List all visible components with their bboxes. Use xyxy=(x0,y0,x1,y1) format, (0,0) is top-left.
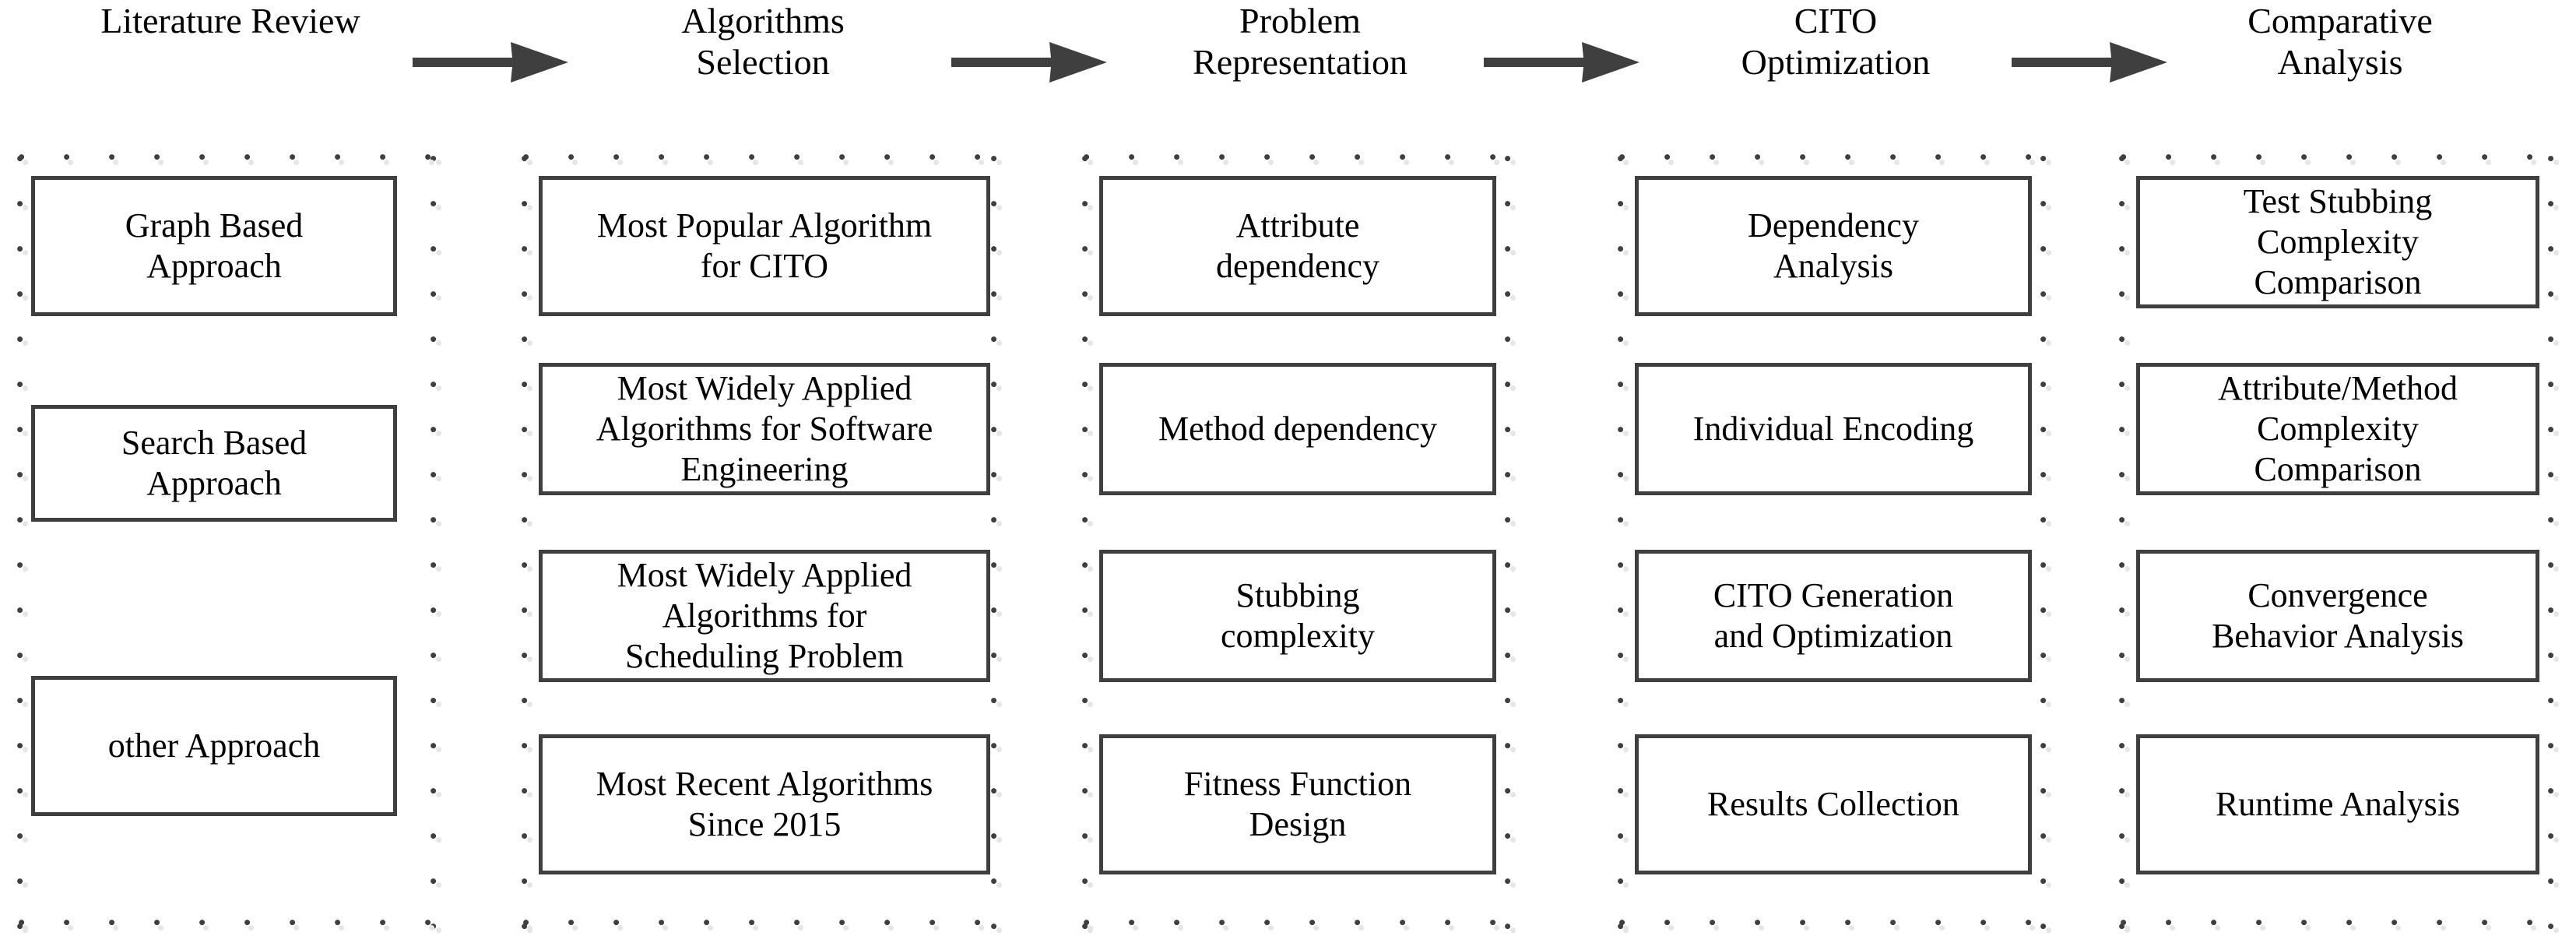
process-node[interactable]: Graph Based Approach xyxy=(31,176,397,316)
process-node-label: Convergence Behavior Analysis xyxy=(2212,576,2464,655)
process-node-label: Individual Encoding xyxy=(1692,410,1974,449)
right-arrow-icon xyxy=(413,40,568,84)
process-node[interactable]: Most Recent Algorithms Since 2015 xyxy=(539,734,990,874)
process-node-label: Most Widely Applied Algorithms for Softw… xyxy=(596,369,933,488)
stage-header-line: Algorithms xyxy=(681,1,845,40)
stage-header-line: Optimization xyxy=(1741,42,1931,83)
process-node-label: Most Widely Applied Algorithms for Sched… xyxy=(617,556,912,675)
process-node-label: Search Based Approach xyxy=(121,424,308,502)
process-node-label: Results Collection xyxy=(1707,785,1959,824)
process-node[interactable]: Runtime Analysis xyxy=(2136,734,2539,874)
process-node-label: Most Recent Algorithms Since 2015 xyxy=(596,765,933,843)
process-node[interactable]: CITO Generation and Optimization xyxy=(1635,550,2032,682)
stage-header-line: CITO xyxy=(1794,1,1878,40)
process-node[interactable]: Stubbing complexity xyxy=(1099,550,1496,682)
process-node[interactable]: Most Widely Applied Algorithms for Sched… xyxy=(539,550,990,682)
process-node[interactable]: Most Widely Applied Algorithms for Softw… xyxy=(539,363,990,495)
process-node-label: Attribute dependency xyxy=(1215,206,1380,285)
process-node[interactable]: Convergence Behavior Analysis xyxy=(2136,550,2539,682)
process-node-label: Test Stubbing Complexity Comparison xyxy=(2243,182,2433,301)
process-node-label: Stubbing complexity xyxy=(1221,576,1375,655)
process-node-label: Method dependency xyxy=(1158,410,1437,449)
stage-header-line: Analysis xyxy=(2277,42,2403,83)
process-node[interactable]: Method dependency xyxy=(1099,363,1496,495)
process-node-label: Runtime Analysis xyxy=(2215,785,2461,824)
process-node[interactable]: Most Popular Algorithm for CITO xyxy=(539,176,990,316)
process-node[interactable]: Attribute dependency xyxy=(1099,176,1496,316)
process-node[interactable]: Dependency Analysis xyxy=(1635,176,2032,316)
process-node[interactable]: Test Stubbing Complexity Comparison xyxy=(2136,176,2539,308)
stage-header-line: Comparative xyxy=(2247,1,2433,40)
process-node[interactable]: Search Based Approach xyxy=(31,405,397,522)
process-node-label: Graph Based Approach xyxy=(125,206,304,285)
process-node[interactable]: Results Collection xyxy=(1635,734,2032,874)
process-node[interactable]: Fitness Function Design xyxy=(1099,734,1496,874)
stage-header-line: Representation xyxy=(1193,42,1407,83)
right-arrow-icon xyxy=(951,40,1107,84)
process-node-label: CITO Generation and Optimization xyxy=(1713,576,1954,655)
right-arrow-icon xyxy=(2012,40,2167,84)
stage-header-line: Literature Review xyxy=(100,1,360,40)
stage-header-line: Selection xyxy=(696,42,830,83)
stage-header-line: Problem xyxy=(1239,1,1361,40)
right-arrow-icon xyxy=(1484,40,1639,84)
process-node-label: Fitness Function Design xyxy=(1183,765,1412,843)
process-node[interactable]: other Approach xyxy=(31,676,397,816)
process-node-label: Attribute/Method Complexity Comparison xyxy=(2218,369,2458,488)
stage-column-algorithms-selection: Most Popular Algorithm for CITO Most Wide… xyxy=(522,154,1004,933)
process-node-label: Most Popular Algorithm for CITO xyxy=(596,206,933,285)
stage-header-literature-review: Literature Review xyxy=(17,0,444,117)
process-node-label: other Approach xyxy=(107,727,321,765)
process-node-label: Dependency Analysis xyxy=(1748,206,1919,285)
process-node[interactable]: Individual Encoding xyxy=(1635,363,2032,495)
process-node[interactable]: Attribute/Method Complexity Comparison xyxy=(2136,363,2539,495)
